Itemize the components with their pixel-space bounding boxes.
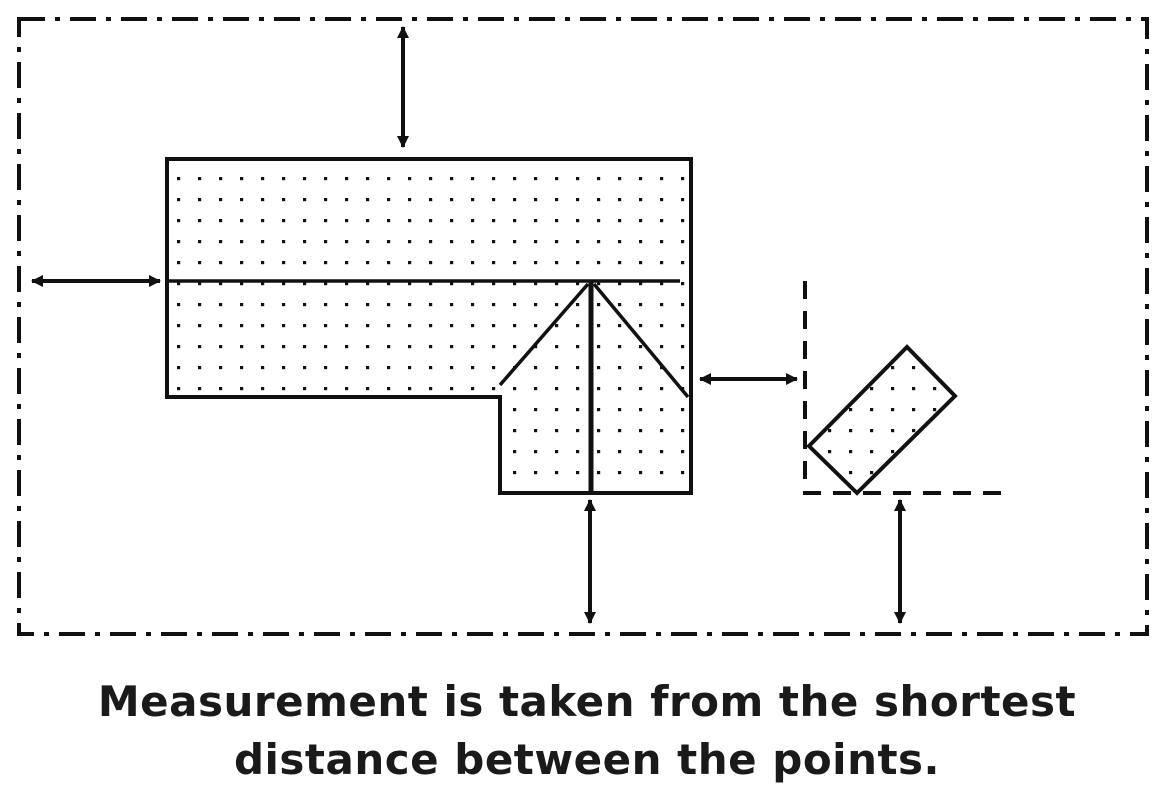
projection-lines <box>803 281 1002 495</box>
main-building <box>165 157 693 495</box>
building-inner-lines <box>167 279 690 493</box>
setback-diagram <box>17 17 1149 636</box>
rotated-accessory-structure <box>806 344 958 496</box>
caption-line-2: distance between the points. <box>233 735 941 784</box>
caption-line-1: Measurement is taken from the shortest <box>97 677 1077 726</box>
property-line <box>17 17 1149 636</box>
